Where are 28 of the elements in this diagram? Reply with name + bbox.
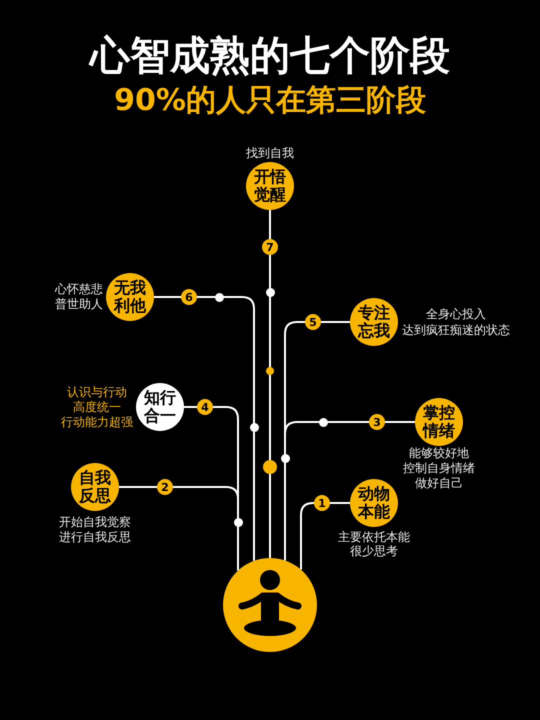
stage-description: 开始自我觉察进行自我反思 xyxy=(59,515,131,545)
subtitle: 90%的人只在第三阶段 xyxy=(114,82,426,120)
step-number: 1 xyxy=(314,495,330,511)
title: 心智成熟的七个阶段 xyxy=(90,32,450,81)
step-number: 6 xyxy=(181,289,197,305)
stage-description: 全身心投入达到疯狂痴迷的状态 xyxy=(402,306,510,338)
stage-description: 心怀慈悲普世助人 xyxy=(55,282,103,312)
step-number: 4 xyxy=(197,399,213,415)
stage-name: 动物本能 xyxy=(358,485,390,521)
stage-name: 自我反思 xyxy=(79,469,111,505)
stage-description: 认识与行动高度统一行动能力超强 xyxy=(61,385,133,430)
stage-name: 掌控情绪 xyxy=(423,404,455,440)
step-number: 7 xyxy=(262,239,278,255)
connector-line xyxy=(284,321,350,434)
stage-name: 无我利他 xyxy=(114,279,146,315)
connector-line xyxy=(269,210,271,558)
stage-name: 知行合一 xyxy=(144,389,176,425)
connector-line xyxy=(184,406,239,499)
connector-line xyxy=(300,502,350,570)
stage-description: 能够较好地控制自身情绪做好自己 xyxy=(403,446,475,491)
stage-description: 找到自我 xyxy=(246,146,294,161)
stage-name: 专注忘我 xyxy=(358,304,390,340)
connector-line xyxy=(154,296,255,561)
step-number: 3 xyxy=(369,414,385,430)
stage-name: 开悟觉醒 xyxy=(254,168,286,204)
stage-description: 主要依托本能很少思考 xyxy=(338,530,410,558)
connector-line xyxy=(284,434,286,560)
step-number: 5 xyxy=(305,314,321,330)
